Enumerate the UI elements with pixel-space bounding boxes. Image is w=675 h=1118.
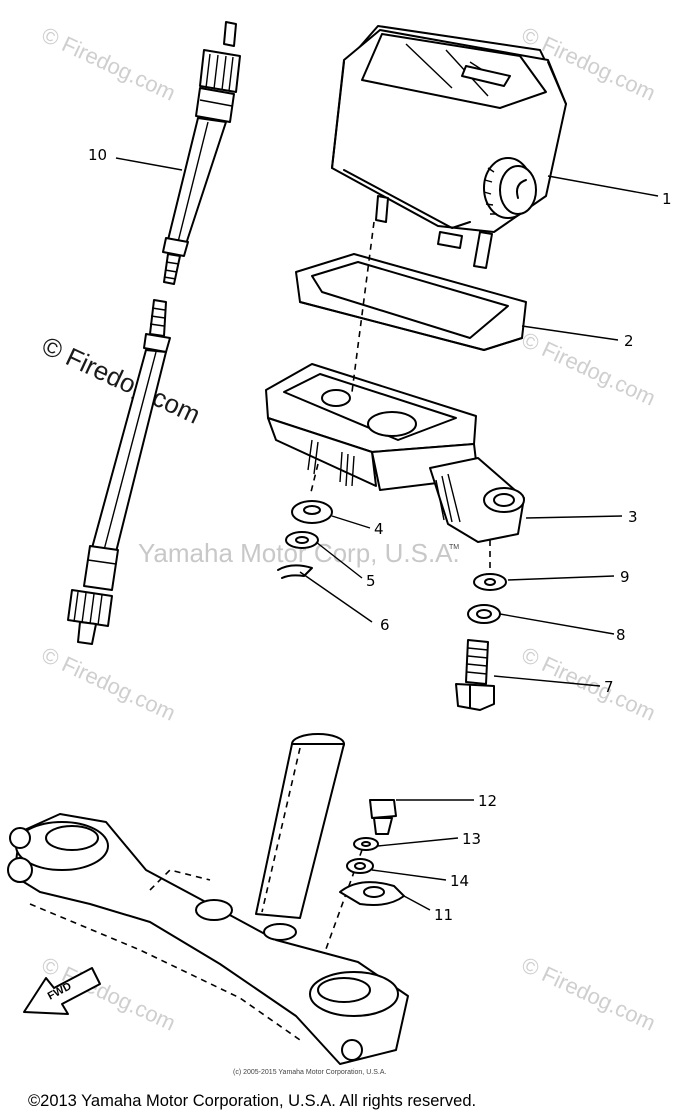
callout-2: 2 — [624, 332, 634, 350]
part-8-lockwasher — [467, 604, 501, 624]
callout-1: 1 — [662, 190, 672, 208]
part-6-clip — [277, 564, 313, 579]
callout-4: 4 — [374, 520, 384, 538]
copyright-footer: ©2013 Yamaha Motor Corporation, U.S.A. A… — [28, 1092, 476, 1110]
callout-5: 5 — [366, 572, 376, 590]
callout-9: 9 — [620, 568, 630, 586]
watermark-firedog: © Firedog.com — [518, 952, 660, 1036]
watermark-trademark: TM — [449, 544, 459, 551]
watermark-firedog-dark: © Firedog.com — [37, 330, 205, 429]
callout-8: 8 — [616, 626, 626, 644]
watermark-firedog: © Firedog.com — [38, 642, 180, 726]
callout-10: 10 — [88, 146, 107, 164]
copyright-small: (c) 2005-2015 Yamaha Motor Corporation, … — [233, 1069, 386, 1076]
watermark-firedog: © Firedog.com — [518, 327, 660, 411]
part-3-bracket — [265, 363, 525, 543]
callout-14: 14 — [450, 872, 469, 890]
part-10-cable-lower — [67, 299, 171, 645]
fwd-arrow: FWD — [23, 967, 101, 1015]
part-4-grommet — [291, 500, 333, 524]
part-5-washer — [285, 531, 319, 549]
part-2-gasket — [295, 253, 527, 351]
part-14-washer — [346, 858, 374, 874]
watermark-firedog: © Firedog.com — [38, 22, 180, 106]
callout-13: 13 — [462, 830, 481, 848]
part-9-washer — [473, 573, 507, 591]
steering-crown — [7, 733, 409, 1065]
part-7-bolt — [455, 639, 495, 711]
part-12-bolt — [369, 799, 397, 835]
part-1-meter — [331, 25, 567, 269]
leader-lines — [115, 157, 659, 911]
callout-6: 6 — [380, 616, 390, 634]
watermark-firedog: © Firedog.com — [518, 642, 660, 726]
callout-7: 7 — [604, 678, 614, 696]
callout-12: 12 — [478, 792, 497, 810]
callouts: 1 2 3 4 5 6 7 8 9 10 11 12 13 14 — [88, 146, 672, 924]
part-11-clamp — [339, 881, 405, 906]
part-13-washer — [353, 837, 379, 851]
callout-3: 3 — [628, 508, 638, 526]
part-10-cable — [162, 21, 241, 285]
callout-11: 11 — [434, 906, 453, 924]
